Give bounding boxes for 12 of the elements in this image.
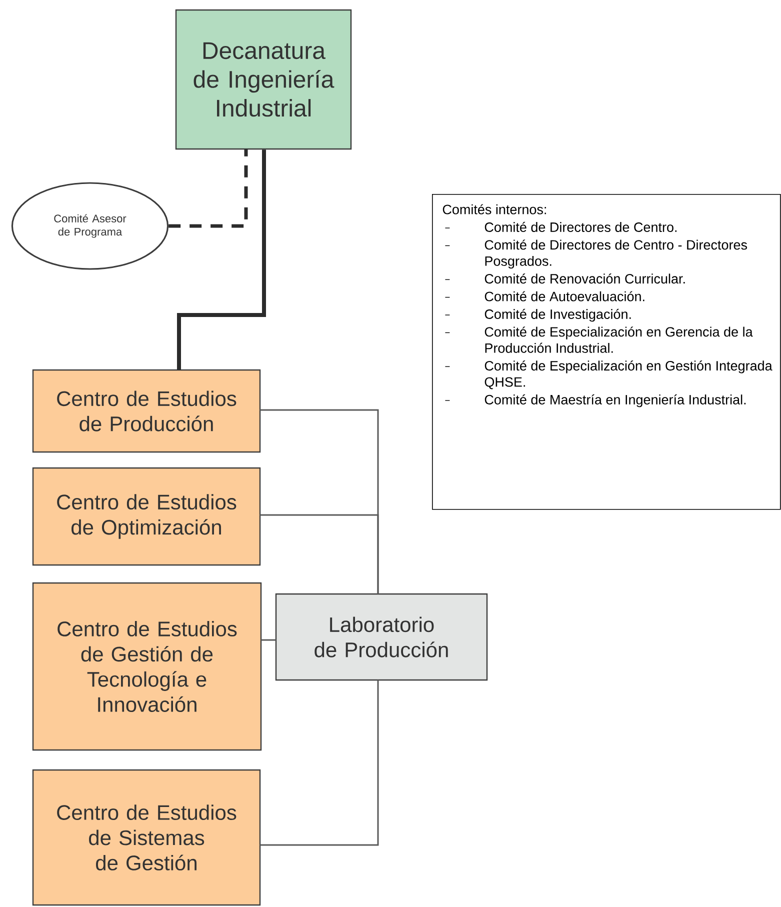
center-box: Centro de Estudios de Sistemas de Gestión <box>32 769 261 906</box>
connector-line <box>168 149 248 228</box>
connector-line <box>260 680 379 846</box>
connector-line <box>261 639 276 641</box>
connector-line <box>177 150 266 370</box>
center-box: Centro de Estudios de Producción <box>32 369 261 453</box>
center-box: Centro de Estudios de Optimización <box>32 467 261 566</box>
connector-line <box>260 514 379 594</box>
committee-list-box: Comités internos: Comité de Directores de Centro. Comité de Directores de Centro - Directores Posgrados. Comité de Renovación Curricular. Comité de Autoevaluación. Comité de Investigación. Comité de Especialización en Gerencia de la Producción Industrial. Comité de Especialización en Gestión Integrada QHSE. Comité de Maestría en Ingeniería Industrial. <box>432 194 781 510</box>
laboratory-box: Laboratorio de Producción <box>275 593 488 681</box>
center-box: Centro de Estudios de Gestión de Tecnología e Innovación <box>32 582 262 751</box>
department-box: Decanatura de Ingeniería Industrial <box>175 9 352 150</box>
